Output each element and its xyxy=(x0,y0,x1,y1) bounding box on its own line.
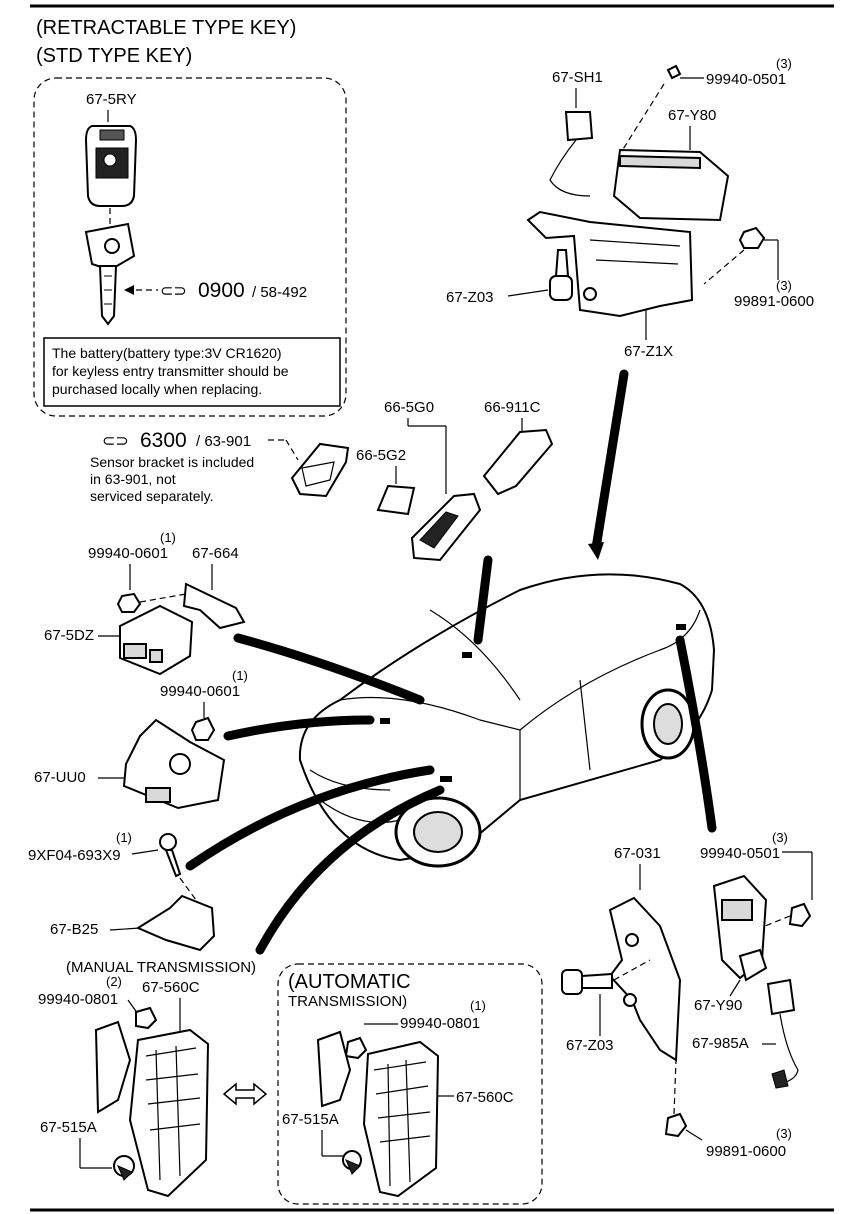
part-99891-0600-bottom: 99891-0600 xyxy=(706,1143,786,1160)
bracket-67-B25-drawing xyxy=(135,894,216,952)
heading-retractable-key: (RETRACTABLE TYPE KEY) xyxy=(36,17,296,39)
part-67-Z1X: 67-Z1X xyxy=(624,343,673,360)
sensor-note-line-3: serviced separately. xyxy=(90,488,213,504)
part-9XF04-693X9: 9XF04-693X9 xyxy=(28,847,121,864)
part-67-031: 67-031 xyxy=(614,845,661,862)
heading-std-key: (STD TYPE KEY) xyxy=(36,45,192,67)
qty-1-d: (1) xyxy=(470,998,486,1013)
part-67-Y90: 67-Y90 xyxy=(694,997,742,1014)
qty-3-b: (3) xyxy=(776,278,792,293)
clip-manual xyxy=(113,1155,135,1181)
qty-3-c: (3) xyxy=(772,830,788,845)
sensor-ref-main: 6300 xyxy=(140,429,187,452)
part-67-560C-a: 67-560C xyxy=(142,979,200,996)
part-99940-0501-top: 99940-0501 xyxy=(706,71,786,88)
part-99940-0801-a: 99940-0801 xyxy=(38,991,118,1008)
bolt-67-Z03-top xyxy=(549,249,573,301)
module-67-Y90-drawing xyxy=(712,874,768,982)
module-67-5DZ-drawing xyxy=(119,604,194,676)
part-67-SH1: 67-SH1 xyxy=(552,69,603,86)
part-99940-0601-a: 99940-0601 xyxy=(88,545,168,562)
heading-automatic-line-2: TRANSMISSION) xyxy=(288,993,407,1010)
nut-bottom-right-low xyxy=(664,1112,688,1138)
sensor-ref-sub: / 63-901 xyxy=(196,433,251,450)
battery-note-line-2: for keyless entry transmitter should be xyxy=(52,363,289,379)
key-section-frame xyxy=(33,77,347,417)
nut-automatic xyxy=(344,1036,368,1060)
key-ref-sub: / 58-492 xyxy=(252,284,307,301)
bracket-67-031-drawing xyxy=(608,896,682,1062)
qty-3-a: (3) xyxy=(776,56,792,71)
bracket-67-664 xyxy=(182,582,246,630)
qty-3-d: (3) xyxy=(776,1126,792,1141)
antenna-drawing xyxy=(410,492,482,562)
transmitter-fob-drawing xyxy=(84,125,138,207)
key-ref-main: 0900 xyxy=(198,279,245,302)
sensor-note-line-1: Sensor bracket is included xyxy=(90,454,254,470)
part-66-911C: 66-911C xyxy=(484,399,541,416)
part-99940-0601-b: 99940-0601 xyxy=(160,683,240,700)
key-drawing xyxy=(84,222,136,326)
part-99940-0501-bot: 99940-0501 xyxy=(700,845,780,862)
nut-67-664 xyxy=(116,592,142,613)
part-67-B25: 67-B25 xyxy=(50,921,98,938)
sensor-pad-drawing xyxy=(376,484,416,516)
part-67-UU0: 67-UU0 xyxy=(34,769,86,786)
nut-bottom-right-top xyxy=(788,902,812,928)
nut-manual xyxy=(135,1006,158,1030)
part-67-515A-b: 67-515A xyxy=(282,1111,339,1128)
sensor-ref-icon: ⊂⊃ xyxy=(102,433,129,450)
part-99891-0600-top: 99891-0600 xyxy=(734,293,814,310)
part-67-560C-b: 67-560C xyxy=(456,1089,514,1106)
bracket-module-assembly-top xyxy=(526,64,730,318)
antenna-cover-drawing xyxy=(482,428,554,496)
automatic-section-frame xyxy=(277,963,543,1205)
heading-manual-transmission: (MANUAL TRANSMISSION) xyxy=(66,959,256,976)
harness-67-985A-drawing xyxy=(766,978,799,1089)
junction-box-automatic-drawing xyxy=(316,1030,440,1198)
part-67-985A: 67-985A xyxy=(692,1035,749,1052)
screw-9XF04-drawing xyxy=(159,833,182,878)
part-67-Z03-top: 67-Z03 xyxy=(446,289,494,306)
page-frame xyxy=(30,4,834,1212)
vehicle-drawing xyxy=(298,573,716,868)
equivalent-arrow xyxy=(222,1082,268,1106)
part-67-Z03-bottom: 67-Z03 xyxy=(566,1037,614,1054)
clip-automatic xyxy=(342,1150,362,1175)
qty-2: (2) xyxy=(106,974,122,989)
key-part-number: 67-5RY xyxy=(86,91,137,108)
nut-67-UU0 xyxy=(190,716,216,741)
part-99940-0801-b: 99940-0801 xyxy=(400,1015,480,1032)
battery-note-line-1: The battery(battery type:3V CR1620) xyxy=(52,345,282,361)
sensor-note-line-2: in 63-901, not xyxy=(90,471,176,487)
heading-automatic-line-1: (AUTOMATIC xyxy=(288,971,411,993)
part-67-515A-a: 67-515A xyxy=(40,1119,97,1136)
sensor-bracket-drawing xyxy=(290,442,350,498)
battery-note-box xyxy=(43,337,341,407)
leader-lines xyxy=(185,369,717,955)
qty-1-c: (1) xyxy=(116,830,132,845)
key-ref-icon: ⊂⊃ xyxy=(160,283,187,300)
module-67-UU0-drawing xyxy=(122,718,226,810)
nut-top-right xyxy=(738,226,766,249)
part-67-Y80: 67-Y80 xyxy=(668,107,716,124)
junction-box-manual-drawing xyxy=(94,1020,210,1198)
part-67-5DZ: 67-5DZ xyxy=(44,627,94,644)
bolt-67-Z03-bottom xyxy=(561,969,613,995)
part-66-5G2: 66-5G2 xyxy=(356,447,406,464)
qty-1-b: (1) xyxy=(232,668,248,683)
part-66-5G0: 66-5G0 xyxy=(384,399,434,416)
part-67-664: 67-664 xyxy=(192,545,239,562)
battery-note-line-3: purchased locally when replacing. xyxy=(52,381,262,397)
qty-1-a: (1) xyxy=(160,530,176,545)
